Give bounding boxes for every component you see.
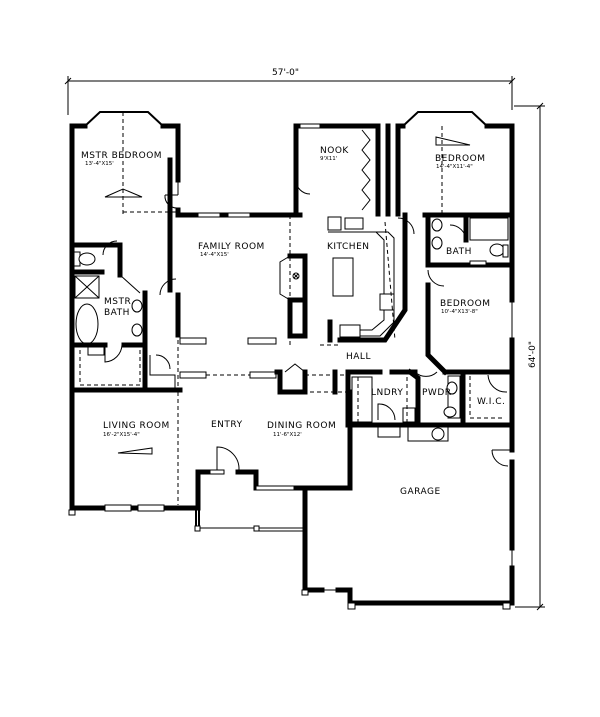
living-room-label: LIVING ROOM	[103, 421, 170, 431]
master-bath-walls	[69, 157, 183, 393]
hall-label: HALL	[346, 352, 371, 362]
bedroom-2-size: 10'-4"X13'-8"	[441, 309, 478, 315]
laundry-label: LNDRY	[371, 388, 404, 398]
bedroom-1-size: 14'-4"X11'-4"	[436, 164, 473, 170]
nook-label: NOOK	[320, 146, 349, 156]
master-bath-label-line1: MSTR	[104, 297, 132, 307]
entry-label: ENTRY	[211, 420, 243, 430]
walk-in-closet-label: W.I.C.	[477, 397, 506, 407]
master-bedroom-label: MSTR BEDROOM	[81, 151, 163, 161]
bedroom-2-label: BEDROOM	[440, 299, 491, 309]
nook-size: 9'X11'	[320, 156, 338, 162]
fireplace	[279, 215, 308, 345]
dining-room-label: DINING ROOM	[267, 421, 337, 431]
master-bedroom-walls	[69, 111, 303, 248]
utility-rooms	[345, 368, 515, 453]
depth-dimension-line	[514, 102, 545, 611]
bath-fixtures	[425, 212, 515, 287]
family-room-top-wall	[197, 212, 251, 218]
bedroom-1-label: BEDROOM	[435, 154, 486, 164]
hall-wall-segments	[179, 337, 350, 395]
family-room-size: 14'-4"X15'	[200, 252, 229, 258]
bedroom-1-walls	[395, 111, 515, 303]
width-dimension-line	[64, 76, 516, 115]
porch	[68, 508, 305, 532]
garage-label: GARAGE	[400, 487, 441, 497]
bath-label: BATH	[446, 247, 472, 257]
garage-walls	[301, 449, 515, 610]
family-room-label: FAMILY ROOM	[198, 242, 265, 252]
living-room-size: 16'-2"X15'-4"	[103, 432, 140, 438]
kitchen-label: KITCHEN	[327, 242, 370, 252]
nook-walls	[293, 123, 391, 218]
overall-width-label: 57'-0"	[272, 68, 300, 78]
master-bedroom-size: 13'-4"X15'	[85, 161, 114, 167]
powder-room-label: PWDR	[422, 388, 452, 398]
bedroom-2-walls	[425, 282, 515, 378]
overall-depth-label: 64'-0"	[528, 340, 539, 369]
front-rooms	[69, 387, 353, 593]
master-bath-label-line2: BATH	[104, 308, 130, 318]
kitchen-fixtures	[320, 212, 408, 346]
dining-room-size: 11'-6"X12'	[273, 432, 302, 438]
